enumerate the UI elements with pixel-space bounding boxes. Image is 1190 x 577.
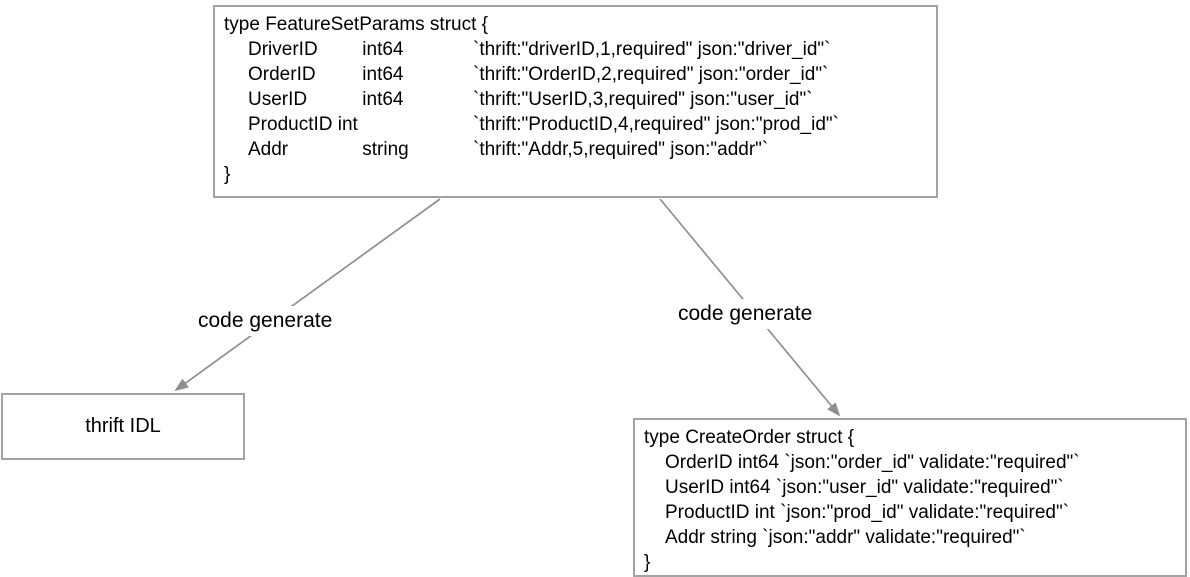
struct-footer: } [224, 164, 231, 185]
code-generate-label-left: code generate [192, 306, 339, 336]
field-type: int64 [737, 452, 780, 473]
field-tag: `thrift:"UserID,3,required" json:"user_i… [473, 89, 813, 110]
field-name: OrderID [665, 452, 733, 473]
field-type: int64 [362, 39, 404, 60]
field-tag: `json:"user_id" validate:"required"` [775, 477, 1064, 498]
field-type: int64 [362, 64, 404, 85]
struct-field-row: OrderID int64 `json:"order_id" validate:… [635, 450, 1185, 475]
field-tag: `thrift:"ProductID,4,required" json:"pro… [473, 114, 839, 135]
field-tag: `thrift:"OrderID,2,required" json:"order… [473, 64, 829, 85]
thrift-idl-box: thrift IDL [1, 393, 245, 460]
struct-field-row: OrderID int64 `thrift:"OrderID,2,required… [215, 62, 936, 87]
field-type: string [710, 527, 757, 548]
struct-field-row: Addr string `json:"addr" validate:"requi… [635, 525, 1185, 550]
code-generate-label-right: code generate [672, 299, 819, 329]
struct-field-row: ProductID int `thrift:"ProductID,4,requir… [215, 112, 936, 137]
field-tag: `json:"prod_id" validate:"required"` [780, 502, 1070, 523]
field-type: string [362, 139, 409, 160]
field-name: DriverID [248, 39, 318, 60]
field-name: ProductID [248, 114, 333, 135]
field-name: ProductID [665, 502, 750, 523]
field-type: int [754, 502, 775, 523]
field-name: Addr [665, 527, 706, 548]
field-tag: `thrift:"Addr,5,required" json:"addr"` [473, 139, 769, 160]
struct-field-row: DriverID int64 `thrift:"driverID,1,requir… [215, 37, 936, 62]
field-name: Addr [248, 139, 289, 160]
field-type: int64 [362, 89, 404, 110]
struct-field-row: ProductID int `json:"prod_id" validate:"… [635, 500, 1185, 525]
thrift-idl-label: thrift IDL [85, 415, 161, 437]
field-name: UserID [248, 89, 308, 110]
struct-header: type CreateOrder struct { [644, 427, 855, 448]
struct-header: type FeatureSetParams struct { [224, 14, 489, 35]
field-name: UserID [665, 477, 725, 498]
arrow-left [174, 198, 441, 392]
field-type: int64 [729, 477, 771, 498]
struct-field-row: Addr string `thrift:"Addr,5,required" jso… [215, 137, 936, 162]
struct-field-row: UserID int64 `json:"user_id" validate:"r… [635, 475, 1185, 500]
field-tag: `json:"addr" validate:"required"` [762, 527, 1026, 548]
field-name: OrderID [248, 64, 316, 85]
struct-field-row: UserID int64 `thrift:"UserID,3,required" … [215, 87, 936, 112]
featureset-params-struct-box: type FeatureSetParams struct { DriverID … [213, 5, 938, 198]
field-tag: `json:"order_id" validate:"required"` [784, 452, 1080, 473]
struct-footer: } [644, 552, 651, 573]
create-order-struct-box: type CreateOrder struct { OrderID int64 … [633, 418, 1187, 577]
field-type: int [337, 114, 358, 135]
field-tag: `thrift:"driverID,1,required" json:"driv… [473, 39, 831, 60]
